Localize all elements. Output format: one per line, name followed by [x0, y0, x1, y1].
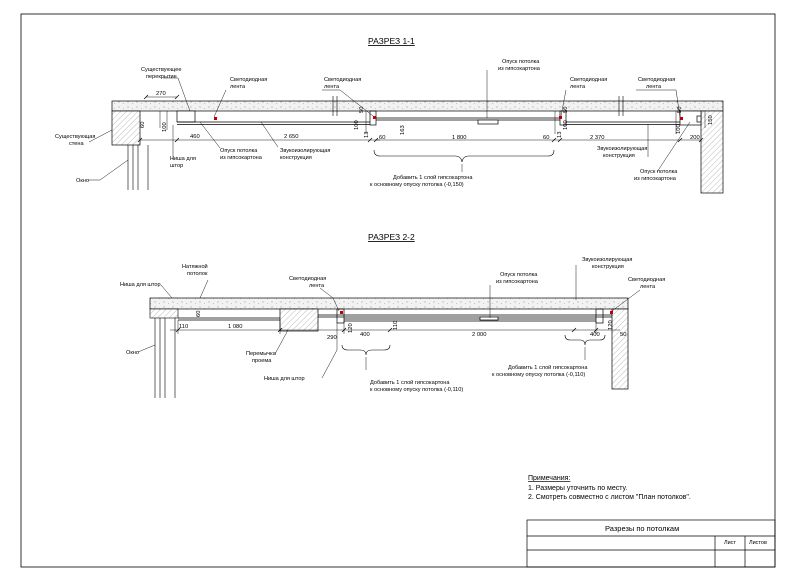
label-window-2: Окно [126, 350, 139, 356]
svg-text:150: 150 [708, 115, 714, 125]
led-markers-1 [214, 116, 683, 120]
led-markers-2 [340, 311, 613, 314]
label-curtain-niche-2a: Ниша для штор [120, 282, 161, 288]
svg-text:13: 13 [557, 132, 563, 138]
svg-text:60: 60 [196, 311, 202, 317]
svg-text:13: 13 [364, 132, 370, 138]
svg-text:120: 120 [608, 320, 614, 330]
svg-text:2 650: 2 650 [284, 134, 299, 140]
svg-text:2 370: 2 370 [590, 135, 605, 141]
right-wall-2 [611, 308, 629, 390]
window-1 [127, 145, 149, 190]
section-2-2: РАЗРЕЗ 2-2 [120, 232, 665, 398]
svg-text:1 800: 1 800 [452, 135, 467, 141]
svg-text:110: 110 [393, 321, 399, 330]
title-block-sheets-label: Листов [749, 540, 767, 546]
svg-text:1 080: 1 080 [228, 324, 243, 330]
dim-ticks-1 [137, 94, 704, 143]
label-curtain-niche-2b: Ниша для штор [264, 376, 305, 382]
leaders-2 [137, 265, 641, 379]
svg-text:60: 60 [379, 135, 385, 141]
notes: Примечания: 1. Размеры уточнить по месту… [528, 475, 691, 501]
svg-text:50: 50 [563, 107, 569, 113]
svg-text:100: 100 [676, 124, 682, 134]
label-window-1: Окно [76, 178, 89, 184]
note-1: 1. Размеры уточнить по месту. [528, 485, 627, 492]
break-lines-1 [332, 96, 624, 116]
brace-2b [564, 334, 606, 346]
right-wall-1 [700, 110, 724, 194]
svg-text:2 000: 2 000 [472, 332, 487, 338]
svg-text:50: 50 [359, 107, 365, 113]
note-2: 2. Смотреть совместно с листом "План пот… [528, 494, 691, 501]
leaders-1 [88, 70, 691, 181]
svg-text:110: 110 [179, 324, 188, 330]
svg-text:270: 270 [156, 91, 166, 97]
ceiling-lines-2 [178, 308, 612, 324]
sheet-frame [20, 13, 776, 568]
dim-lines-1 [140, 96, 706, 141]
svg-text:100: 100 [563, 120, 569, 130]
section-1-title: РАЗРЕЗ 1-1 [368, 36, 415, 46]
svg-text:60: 60 [140, 122, 146, 128]
brace-2a [341, 344, 391, 356]
window-2 [154, 318, 176, 398]
dims-1: 270 60 100 460 2 650 50 100 13 60 163 1 … [140, 91, 714, 141]
svg-text:200: 200 [690, 135, 700, 141]
notes-heading: Примечания: [528, 475, 570, 482]
left-block-2 [149, 308, 179, 319]
dim-lines-2 [170, 320, 620, 334]
section-2-title: РАЗРЕЗ 2-2 [368, 232, 415, 242]
title-block-title: Разрезы по потолкам [605, 524, 679, 533]
section-1-1: РАЗРЕЗ 1-1 [55, 36, 724, 194]
svg-text:290: 290 [327, 335, 337, 341]
lintel-2 [279, 308, 319, 332]
svg-text:60: 60 [543, 135, 549, 141]
title-block [526, 519, 776, 568]
svg-text:100: 100 [354, 120, 360, 130]
brace-1 [373, 149, 555, 163]
left-wall-1 [111, 110, 141, 146]
svg-text:50: 50 [620, 332, 626, 338]
svg-text:400: 400 [590, 332, 600, 338]
title-block-sheet-label: Лист [724, 540, 736, 546]
svg-text:50: 50 [677, 107, 683, 113]
svg-text:100: 100 [162, 122, 168, 132]
svg-text:460: 460 [190, 134, 200, 140]
slab-1 [111, 100, 724, 112]
svg-text:163: 163 [400, 125, 406, 135]
slab-2 [149, 297, 629, 310]
drywall-drop-1 [176, 110, 702, 126]
svg-text:400: 400 [360, 332, 370, 338]
svg-text:120: 120 [348, 323, 354, 333]
dim-ticks-2 [175, 327, 599, 333]
dims-2: 110 1 080 60 290 120 400 110 2 000 400 1… [179, 311, 626, 341]
